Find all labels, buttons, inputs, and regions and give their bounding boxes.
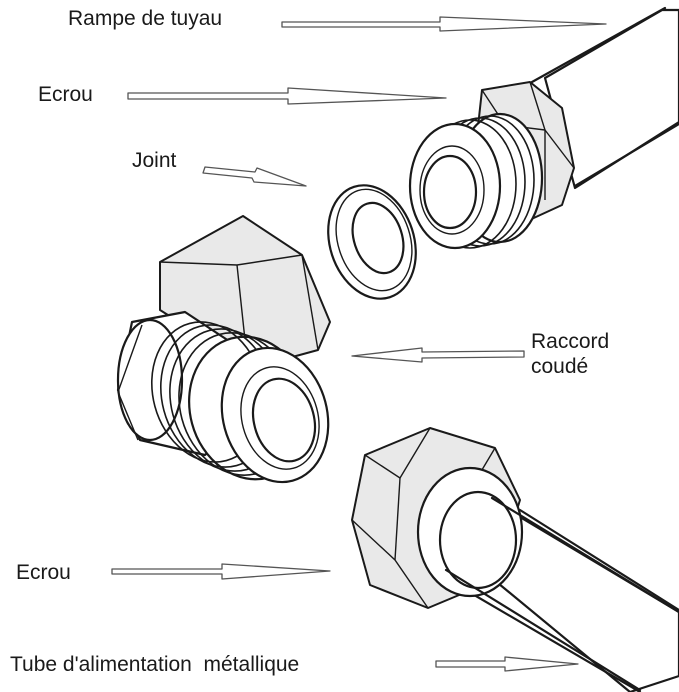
label-nut-top: Ecrou (38, 83, 93, 106)
leader-arrows (111, 16, 607, 672)
label-pipe-rail: Rampe de tuyau (68, 7, 223, 30)
label-seal: Joint (132, 149, 177, 172)
arrow-pipe-rail (281, 16, 607, 32)
arrow-seal (202, 166, 307, 187)
arrow-nut-bottom (111, 563, 331, 580)
label-supply-tube: Tube d'alimentation métallique (10, 653, 300, 676)
arrow-nut-top (127, 87, 447, 105)
bottom-nut (351, 427, 679, 692)
elbow-fitting (116, 215, 331, 484)
arrow-supply-tube (435, 656, 579, 672)
label-elbow-line1: Raccord (531, 330, 610, 353)
seal-ring (327, 184, 417, 300)
top-nut (408, 81, 575, 250)
label-elbow-fitting: Raccord coudé (531, 329, 609, 379)
arrow-elbow (351, 347, 525, 363)
label-nut-bottom: Ecrou (16, 561, 71, 584)
label-elbow-line2: coudé (531, 355, 589, 378)
